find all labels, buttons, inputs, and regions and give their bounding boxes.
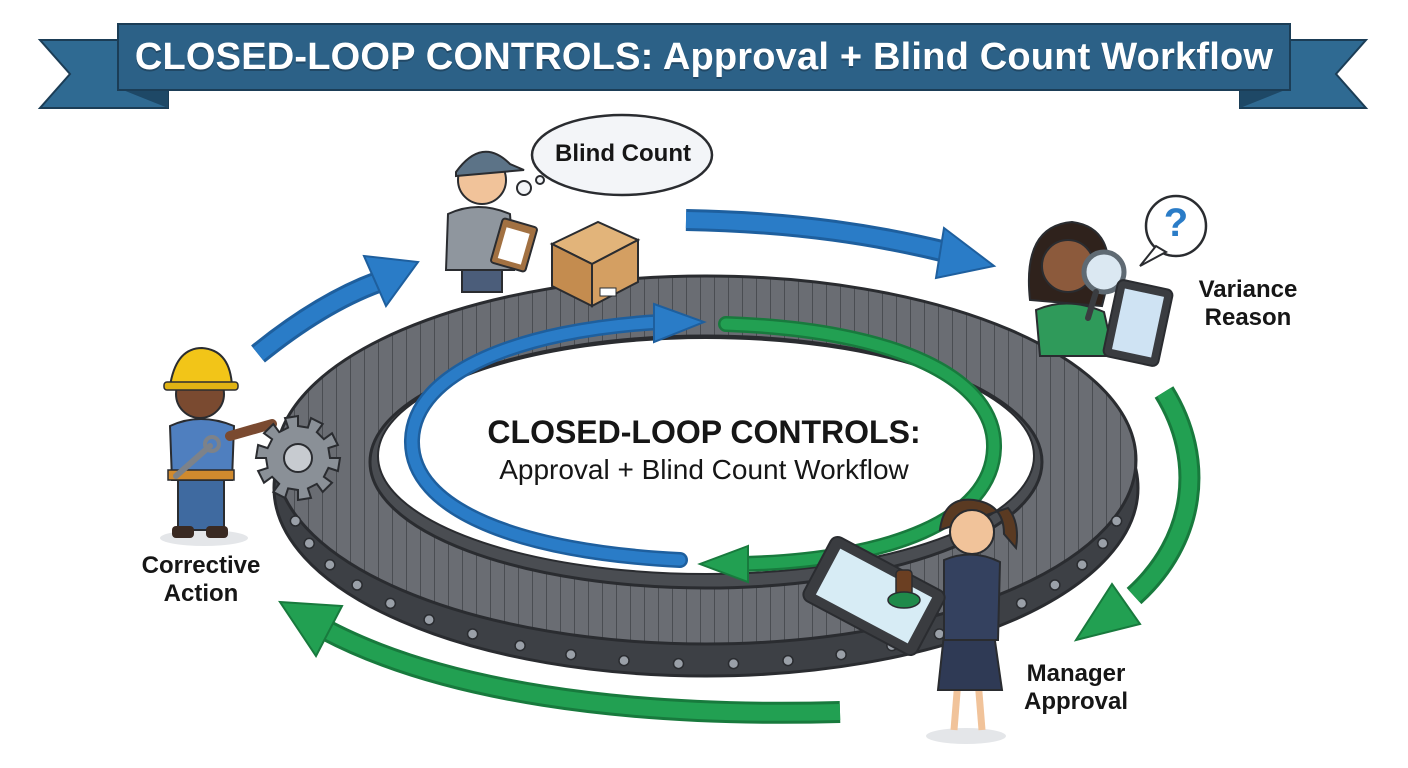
- step-label-blind-count: Blind Count: [555, 140, 691, 167]
- inner-arrow-green-head: [697, 544, 749, 584]
- bubble-puff-small: [516, 180, 532, 196]
- thought-bubble: [516, 113, 714, 197]
- manager-approver: [802, 498, 1018, 744]
- conveyor-center: [377, 337, 1035, 575]
- corrective-technician: [160, 346, 342, 546]
- arrow-to-approval-head: [1073, 582, 1142, 642]
- tablet-icon: [1102, 279, 1174, 367]
- conveyor-rivet: [565, 648, 577, 661]
- clipboard-icon: [490, 217, 538, 273]
- conveyor-rivet: [727, 657, 740, 670]
- conveyor-rivet: [1110, 515, 1123, 527]
- box-icon: [549, 220, 641, 308]
- inner-loop-arrows: [403, 302, 1003, 584]
- conveyor-rivet: [1049, 579, 1061, 591]
- conveyor-rivet: [303, 537, 315, 550]
- manager-head: [949, 509, 995, 555]
- banner-right-fold: [1240, 88, 1290, 108]
- conveyor-rivet: [466, 628, 479, 640]
- step-label-corrective-action: Corrective Action: [141, 552, 261, 607]
- inner-arrow-blue-fill: [406, 316, 686, 566]
- approval-tablet-icon: [802, 535, 946, 657]
- analyst-torso: [1034, 302, 1116, 357]
- conveyor-rivet: [423, 614, 435, 626]
- technician-tool-belt: [167, 469, 235, 481]
- step-label-manager-approval: Manager Approval: [1023, 660, 1128, 715]
- center-title: CLOSED-LOOP CONTROLS:: [487, 414, 921, 450]
- technician-arm: [225, 419, 277, 441]
- arrow-to-variance-fill: [685, 212, 948, 260]
- conveyor-rivet: [1097, 537, 1109, 550]
- outer-flow-arrows: [251, 209, 1201, 724]
- magnifier-icon: [1081, 249, 1127, 321]
- arrow-to-corrective-head: [278, 600, 344, 658]
- conveyor-rivet: [672, 657, 685, 670]
- conveyor-rivet: [1076, 559, 1088, 571]
- banner-left-fold: [118, 88, 168, 108]
- conveyor-rivet: [324, 559, 336, 571]
- gear-icon: [254, 414, 342, 502]
- step-label-variance-reason: Variance Reason: [1198, 276, 1298, 331]
- conveyor-rivet: [289, 515, 302, 527]
- inner-arrow-blue-head: [653, 302, 707, 344]
- technician-boot-right: [206, 526, 228, 538]
- arrow-to-approval-fill: [1128, 387, 1198, 602]
- inner-arrow-green-fill: [720, 318, 1000, 570]
- arrow-to-variance-head: [934, 226, 997, 280]
- stamp-icon: [887, 569, 921, 609]
- arrow-to-corrective-fill: [322, 622, 841, 721]
- conveyor-rivet: [384, 597, 397, 610]
- blind-count-worker: [444, 150, 538, 293]
- manager-hair: [938, 498, 1018, 551]
- technician-hard-hat: [168, 346, 234, 387]
- manager-skirt: [936, 633, 1004, 691]
- wrench-icon: [173, 435, 221, 479]
- question-bubble: [1139, 194, 1208, 267]
- variance-analyst: [1028, 194, 1208, 367]
- manager-shadow: [926, 728, 1006, 744]
- conveyor-rivet: [618, 654, 630, 667]
- conveyor-rivet: [835, 648, 847, 661]
- conveyor-rivet: [351, 579, 363, 591]
- gear-hub: [283, 443, 313, 473]
- worker-cap: [455, 150, 525, 178]
- conveyor-rivet: [1015, 597, 1028, 610]
- conveyor-rivet: [782, 654, 794, 667]
- center-caption: CLOSED-LOOP CONTROLS: Approval + Blind C…: [430, 412, 978, 488]
- conveyor-rivet: [514, 639, 526, 652]
- manager-jacket: [943, 553, 1002, 641]
- arrow-to-blind-count-head: [362, 254, 420, 308]
- question-icon: ?: [1163, 201, 1189, 245]
- technician-legs: [177, 473, 225, 531]
- bubble-cloud: [530, 113, 714, 197]
- title-banner: [37, 23, 1369, 109]
- bubble-puff-tiny: [535, 175, 545, 185]
- technician-hat-brim: [163, 381, 239, 391]
- banner-title: CLOSED-LOOP CONTROLS: Approval + Blind C…: [134, 35, 1274, 78]
- banner-body: [117, 23, 1291, 91]
- technician-boot-left: [172, 526, 194, 538]
- arrow-to-blind-count-fill: [252, 274, 381, 361]
- center-subtitle: Approval + Blind Count Workflow: [499, 454, 909, 485]
